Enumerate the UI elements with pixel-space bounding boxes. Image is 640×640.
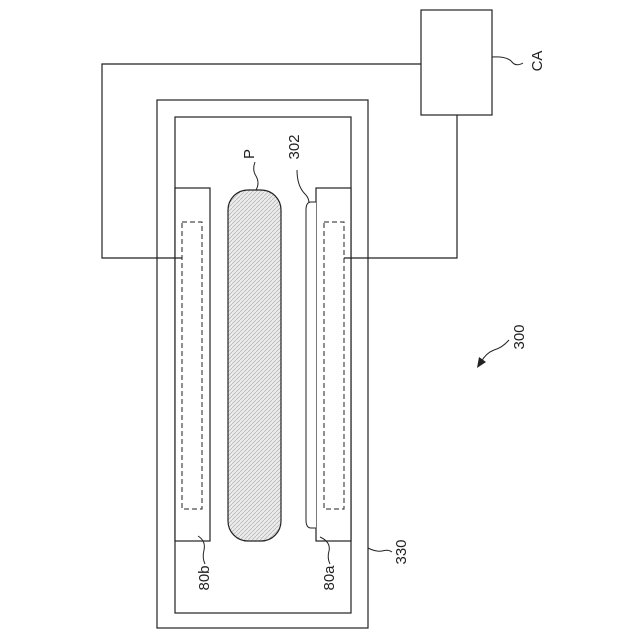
label-330: 330	[393, 539, 410, 564]
label-p: P	[241, 149, 258, 159]
leader-p	[254, 162, 258, 190]
label-80b: 80b	[196, 565, 213, 590]
leader-300	[481, 340, 509, 362]
film-layer	[306, 202, 316, 528]
left-electrode-plate	[175, 188, 210, 541]
label-ca: CA	[529, 51, 546, 72]
arrowhead-300-icon	[477, 357, 486, 368]
leader-330	[368, 548, 392, 552]
right-wire	[344, 115, 457, 258]
right-electrode-plate	[316, 188, 351, 541]
label-302: 302	[286, 134, 303, 159]
particle-sample	[228, 190, 281, 541]
label-300: 300	[511, 324, 528, 349]
controller-box	[421, 10, 492, 115]
leader-302	[297, 170, 309, 203]
label-80a: 80a	[321, 565, 338, 591]
leader-ca	[492, 57, 523, 65]
